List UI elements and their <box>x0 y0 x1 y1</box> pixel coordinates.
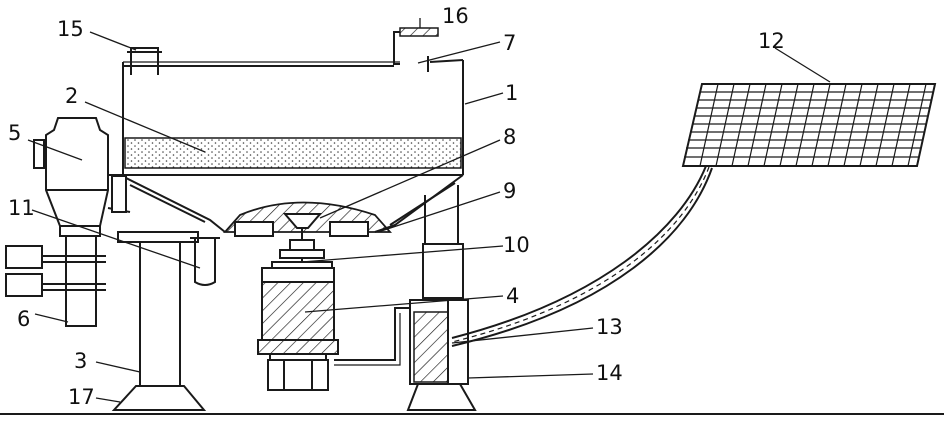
pump-unit <box>5 225 106 327</box>
label-5: 5 <box>8 121 21 145</box>
label-1: 1 <box>505 81 518 105</box>
motor-wiring-inner <box>334 313 401 366</box>
controller-box <box>406 299 477 411</box>
right-support <box>422 185 464 300</box>
label-15: 15 <box>57 17 84 41</box>
label-2: 2 <box>65 84 78 108</box>
leader-17 <box>95 397 121 403</box>
label-9: 9 <box>503 179 516 203</box>
label-3: 3 <box>74 349 87 373</box>
label-16: 16 <box>442 4 469 28</box>
leader-9 <box>377 191 501 233</box>
leader-11 <box>31 209 201 269</box>
label-6: 6 <box>17 307 30 331</box>
label-13: 13 <box>596 315 623 339</box>
label-14: 14 <box>596 361 623 385</box>
label-4: 4 <box>506 284 519 308</box>
lid-handle-left <box>127 47 162 75</box>
leader-7 <box>417 41 501 64</box>
leader-2 <box>84 101 206 153</box>
filter-layer <box>124 137 462 169</box>
outlet-pipe <box>190 237 220 286</box>
shaft-coupling <box>271 239 333 269</box>
solar-panel <box>681 83 937 167</box>
tank <box>119 59 464 233</box>
label-7: 7 <box>503 31 516 55</box>
top-handle-right <box>393 27 439 72</box>
power-cable <box>451 165 713 347</box>
leader-6 <box>34 313 69 323</box>
motor <box>257 267 339 391</box>
label-11: 11 <box>8 196 35 220</box>
leader-4 <box>304 295 504 313</box>
label-8: 8 <box>503 125 516 149</box>
leader-8 <box>319 139 501 219</box>
leader-3 <box>95 361 141 373</box>
distributor-disc <box>223 201 392 240</box>
left-pedestal <box>111 231 207 411</box>
leader-10 <box>301 245 504 263</box>
label-17: 17 <box>68 385 95 409</box>
leader-1 <box>464 92 504 105</box>
label-10: 10 <box>503 233 530 257</box>
motor-wiring <box>334 307 410 361</box>
feed-hopper <box>33 117 131 227</box>
leader-14 <box>467 373 594 379</box>
leader-5 <box>27 139 83 161</box>
leader-15 <box>89 31 137 51</box>
label-12: 12 <box>758 29 785 53</box>
leader-13 <box>451 327 594 344</box>
leader-12 <box>774 47 831 83</box>
